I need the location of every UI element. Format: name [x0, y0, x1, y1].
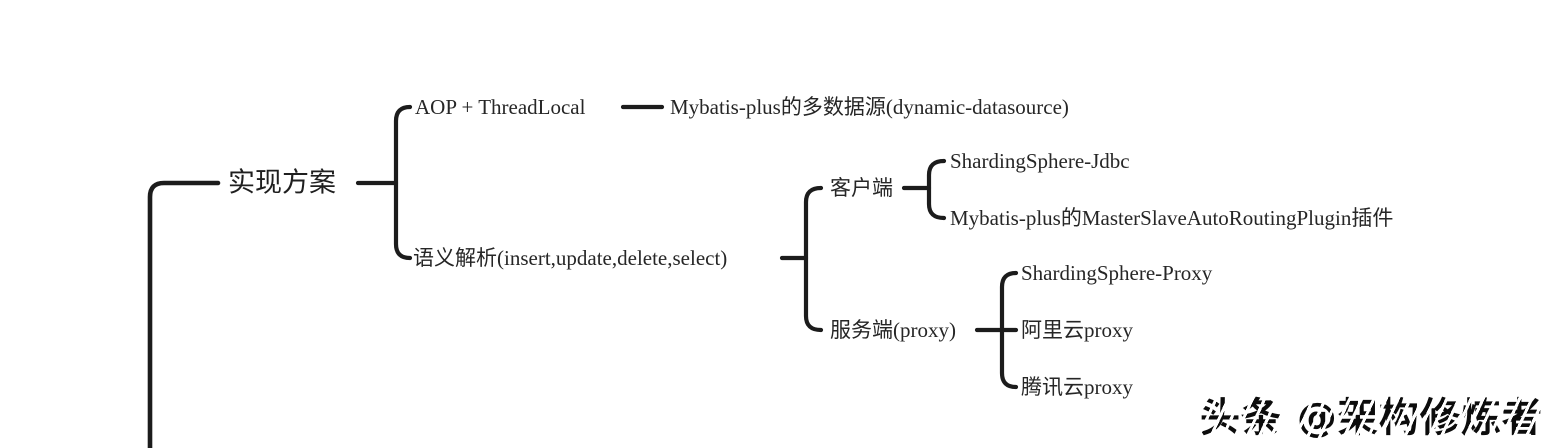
toutiao-watermark: 头条 @架构修炼者 — [1200, 385, 1543, 443]
node-tencent-proxy[interactable]: 腾讯云proxy — [1021, 374, 1133, 399]
connector-semantic-bracket — [803, 185, 824, 333]
node-root[interactable]: 实现方案 — [228, 167, 336, 198]
node-masterslave-plugin[interactable]: Mybatis-plus的MasterSlaveAutoRoutingPlugi… — [950, 205, 1394, 230]
node-client[interactable]: 客户端 — [830, 175, 893, 200]
connector-client-bracket — [926, 158, 947, 221]
node-aliyun-proxy[interactable]: 阿里云proxy — [1021, 317, 1133, 342]
node-shardingsphere-jdbc[interactable]: ShardingSphere-Jdbc — [950, 148, 1130, 173]
node-server-proxy[interactable]: 服务端(proxy) — [830, 317, 956, 342]
node-semantic-parse[interactable]: 语义解析(insert,update,delete,select) — [413, 245, 728, 270]
connector-parent-bracket — [147, 180, 221, 448]
connector-root-bracket — [393, 104, 413, 261]
node-shardingsphere-proxy[interactable]: ShardingSphere-Proxy — [1021, 260, 1213, 285]
node-dynamic-datasource[interactable]: Mybatis-plus的多数据源(dynamic-datasource) — [670, 94, 1069, 119]
node-aop-threadlocal[interactable]: AOP + ThreadLocal — [415, 94, 586, 119]
